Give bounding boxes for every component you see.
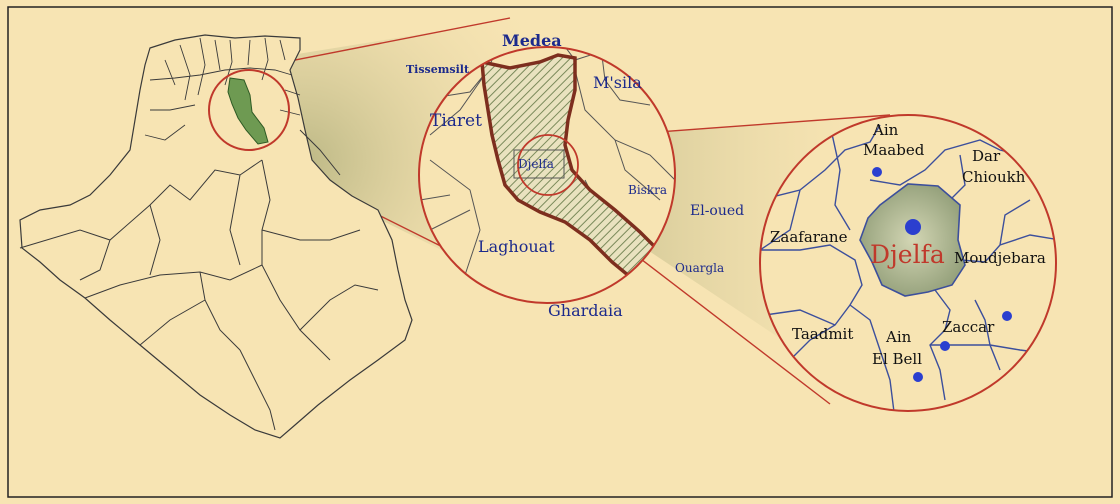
label-dar-chioukh-2: Chioukh bbox=[962, 168, 1026, 186]
algeria-map bbox=[19, 34, 413, 439]
label-ghardaia: Ghardaia bbox=[548, 301, 623, 320]
label-ain-el-bell-2: El Bell bbox=[872, 350, 922, 368]
town-zoom-ring bbox=[759, 114, 1057, 412]
label-tissemsilt: Tissemsilt bbox=[406, 63, 470, 76]
djelfa-commune bbox=[859, 183, 966, 297]
town-dot-ain-el-bell bbox=[913, 372, 923, 382]
town-dot-ain-maabed bbox=[872, 167, 882, 177]
figure-frame bbox=[7, 6, 1113, 498]
label-ain-maabed-2: Maabed bbox=[863, 141, 925, 159]
label-medea: Medea bbox=[502, 31, 562, 50]
town-dot-djelfa bbox=[905, 219, 921, 235]
label-ain-el-bell-1: Ain bbox=[885, 328, 912, 346]
town-commune-borders bbox=[760, 124, 1056, 411]
algeria-north-borders bbox=[144, 37, 301, 141]
town-dot-zaccar-2 bbox=[1002, 311, 1012, 321]
zoom-ring-algeria bbox=[208, 69, 290, 151]
label-laghouat: Laghouat bbox=[478, 237, 555, 256]
label-el-oued: El-oued bbox=[690, 203, 744, 219]
label-moudjebara: Moudjebara bbox=[954, 249, 1046, 267]
label-biskra: Biskra bbox=[628, 183, 667, 197]
zoom-ring-province bbox=[517, 134, 579, 196]
province-zoom-ring bbox=[418, 46, 676, 304]
town-zoom: Ain Maabed Dar Chioukh Zaafarane Djelfa … bbox=[759, 114, 1057, 412]
label-msila: M'sila bbox=[593, 73, 642, 92]
label-zaccar: Zaccar bbox=[942, 318, 995, 336]
label-zaafarane: Zaafarane bbox=[770, 228, 848, 246]
label-ouargla: Ouargla bbox=[675, 261, 724, 275]
algeria-borders bbox=[19, 129, 379, 431]
djelfa-town-box bbox=[513, 149, 565, 179]
province-zoom: Tissemsilt Medea M'sila Tiaret Djelfa Bi… bbox=[406, 31, 744, 320]
town-dot-zaccar bbox=[940, 341, 950, 351]
label-dar-chioukh-1: Dar bbox=[972, 147, 1001, 165]
label-ain-maabed-1: Ain bbox=[872, 121, 899, 139]
label-taadmit: Taadmit bbox=[792, 325, 853, 343]
label-djelfa-big: Djelfa bbox=[870, 240, 945, 269]
label-tiaret: Tiaret bbox=[430, 111, 482, 131]
label-djelfa-mid: Djelfa bbox=[518, 157, 554, 171]
djelfa-province-small bbox=[227, 77, 269, 145]
